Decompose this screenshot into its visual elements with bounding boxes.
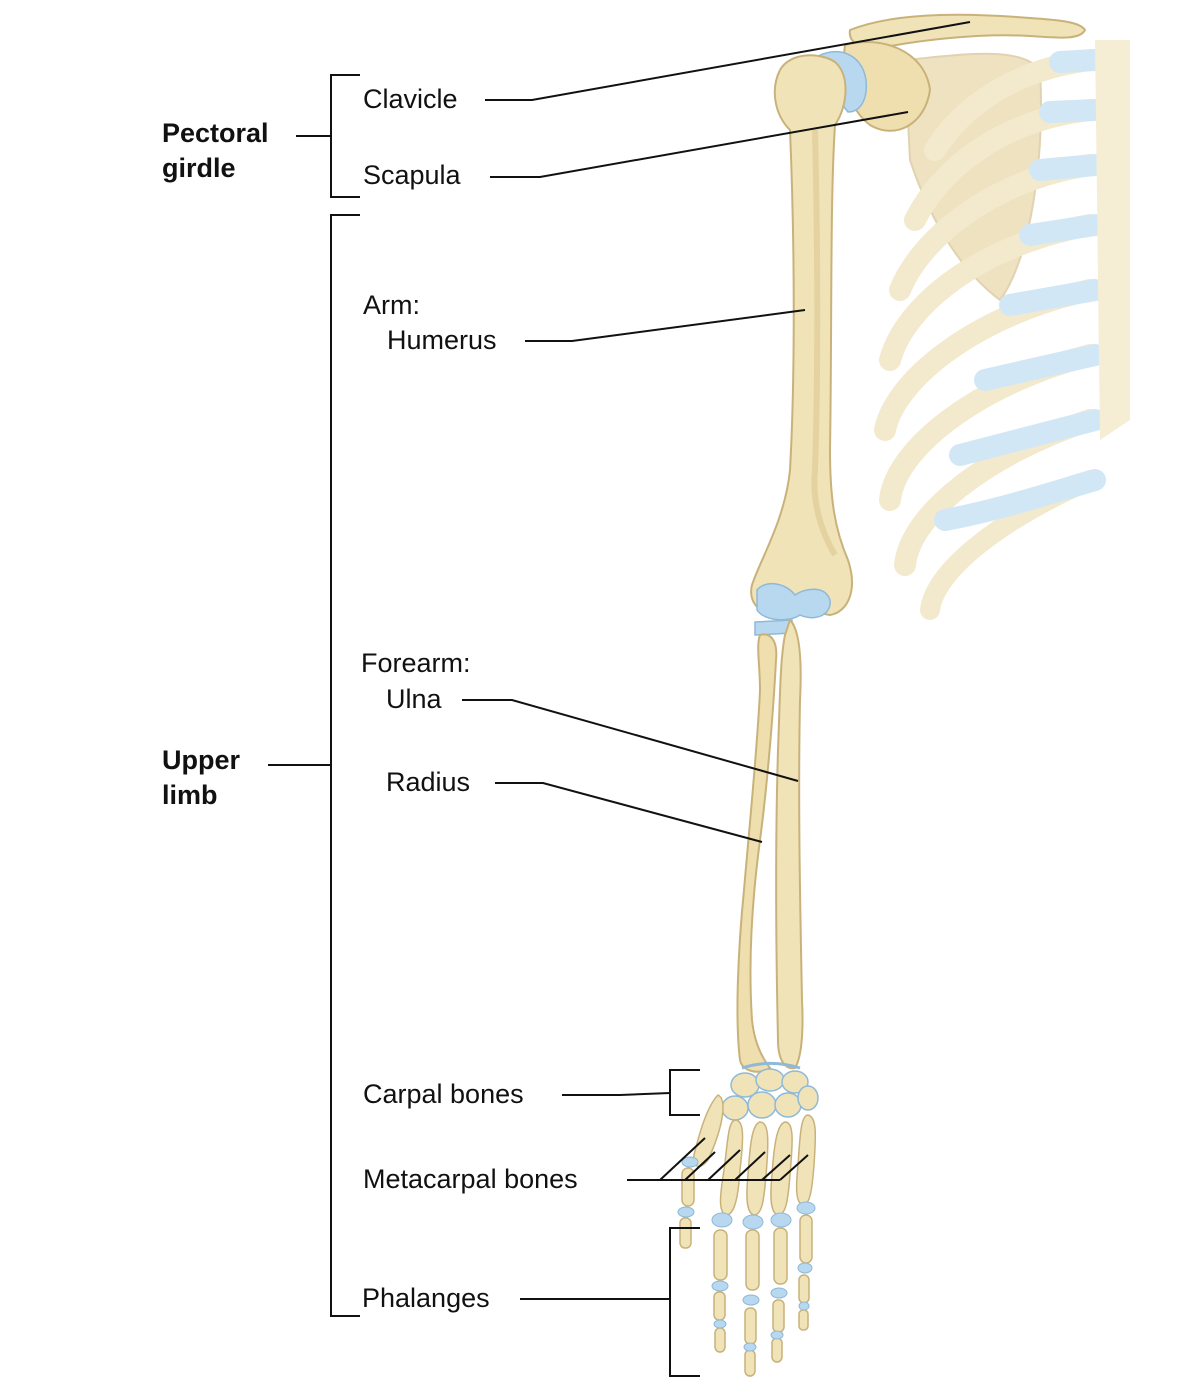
phalanx <box>744 1307 757 1345</box>
carpal <box>755 1068 785 1092</box>
upper-limb-bracket <box>330 214 360 1317</box>
joint-cartilage <box>681 1156 699 1168</box>
joint-cartilage <box>742 1214 764 1230</box>
joint-cartilage <box>770 1287 788 1299</box>
phalanx <box>799 1214 813 1264</box>
phalanx <box>798 1274 810 1304</box>
carpal-bones-bracket <box>669 1069 700 1116</box>
phalanx <box>771 1337 783 1363</box>
joint-cartilage <box>743 1342 757 1352</box>
phalanx <box>713 1229 728 1281</box>
elbow-cartilage <box>756 583 831 621</box>
metacarpal-tick <box>779 1154 809 1181</box>
metacarpal-tick <box>659 1137 706 1181</box>
ulna-leader <box>462 699 799 782</box>
phalanx <box>798 1309 809 1331</box>
cartilage <box>949 409 1106 466</box>
pectoral-girdle-label-line2: girdle <box>162 153 236 184</box>
phalanx <box>679 1217 692 1249</box>
radius-label: Radius <box>386 767 471 797</box>
metacarpal <box>795 1114 817 1206</box>
metacarpal-thumb <box>692 1094 724 1167</box>
phalanx <box>681 1167 695 1207</box>
carpal <box>797 1085 819 1111</box>
cartilage <box>1029 154 1106 181</box>
carpal <box>721 1095 749 1121</box>
metacarpal <box>719 1119 744 1216</box>
clavicle-leader <box>485 21 971 101</box>
pectoral-girdle-label: Pectoral girdle <box>162 116 269 186</box>
carpal <box>747 1091 777 1119</box>
metacarpal-bones-label: Metacarpal bones <box>363 1164 578 1194</box>
carpal <box>774 1092 802 1118</box>
upper-limb-label-line1: Upper <box>162 745 241 775</box>
metacarpal-tick <box>707 1149 741 1181</box>
forearm-label: Forearm: <box>361 648 471 678</box>
phalanges-illustration <box>679 1167 813 1377</box>
clavicle-label: Clavicle <box>363 84 458 114</box>
humerus-label: Humerus <box>387 325 497 355</box>
ulna-label: Ulna <box>386 684 442 714</box>
cartilage <box>934 469 1106 531</box>
phalanges-bracket <box>669 1227 700 1377</box>
joint-cartilage <box>797 1262 813 1274</box>
phalanx <box>744 1349 756 1377</box>
joint-cartilage <box>677 1206 695 1218</box>
scapula-label: Scapula <box>363 160 461 190</box>
cartilage <box>999 279 1106 316</box>
radius-leader <box>495 782 763 843</box>
joint-cartilage <box>796 1201 816 1215</box>
metacarpal <box>746 1121 769 1216</box>
phalanx <box>745 1229 760 1291</box>
cartilage <box>1049 49 1106 73</box>
rib-cage-illustration <box>874 40 1130 620</box>
joint-cartilage <box>713 1319 727 1329</box>
scapula-leader <box>490 111 909 178</box>
cartilage <box>1039 99 1106 123</box>
upper-limb-label: Upper limb <box>162 743 240 813</box>
upper-limb-label-line2: limb <box>162 780 218 811</box>
hand-joint-cartilage <box>677 1156 816 1352</box>
brackets <box>268 74 700 1377</box>
costal-cartilages <box>934 49 1106 531</box>
phalanx <box>773 1227 788 1285</box>
metacarpal-tick <box>761 1154 791 1181</box>
phalanx <box>714 1327 726 1353</box>
cartilage <box>1019 214 1106 246</box>
joint-cartilage <box>711 1280 729 1292</box>
cartilage <box>974 344 1106 391</box>
humerus-leader <box>525 309 806 342</box>
metacarpal-tick <box>684 1151 716 1181</box>
leader-lines <box>462 21 971 1300</box>
pectoral-girdle-bracket <box>330 74 360 198</box>
metacarpal-bones-illustration <box>692 1094 817 1216</box>
radius-bone <box>736 633 778 1073</box>
phalanx <box>772 1299 785 1333</box>
joint-cartilage <box>711 1212 733 1228</box>
carpal-bones-illustration <box>721 1068 819 1121</box>
carpal <box>781 1070 809 1094</box>
humerus-bone <box>750 54 853 617</box>
joint-cartilage <box>798 1301 810 1311</box>
carpal-bones-label: Carpal bones <box>363 1079 524 1109</box>
carpal-bones-leader <box>562 1092 671 1096</box>
wrist-cartilage <box>741 1062 801 1070</box>
phalanges-label: Phalanges <box>362 1283 490 1313</box>
sternum <box>1095 40 1130 440</box>
joint-cartilage <box>770 1212 792 1228</box>
metacarpal-tick <box>734 1151 766 1181</box>
ulna-bone <box>775 618 804 1070</box>
pectoral-girdle-label-line1: Pectoral <box>162 118 269 148</box>
joint-cartilage <box>742 1294 760 1306</box>
arm-label: Arm: <box>363 290 420 320</box>
humerus-shading <box>811 129 838 557</box>
phalanx <box>713 1291 726 1321</box>
wrist-cartilage-line <box>741 1062 801 1070</box>
joint-cartilage <box>770 1330 784 1340</box>
